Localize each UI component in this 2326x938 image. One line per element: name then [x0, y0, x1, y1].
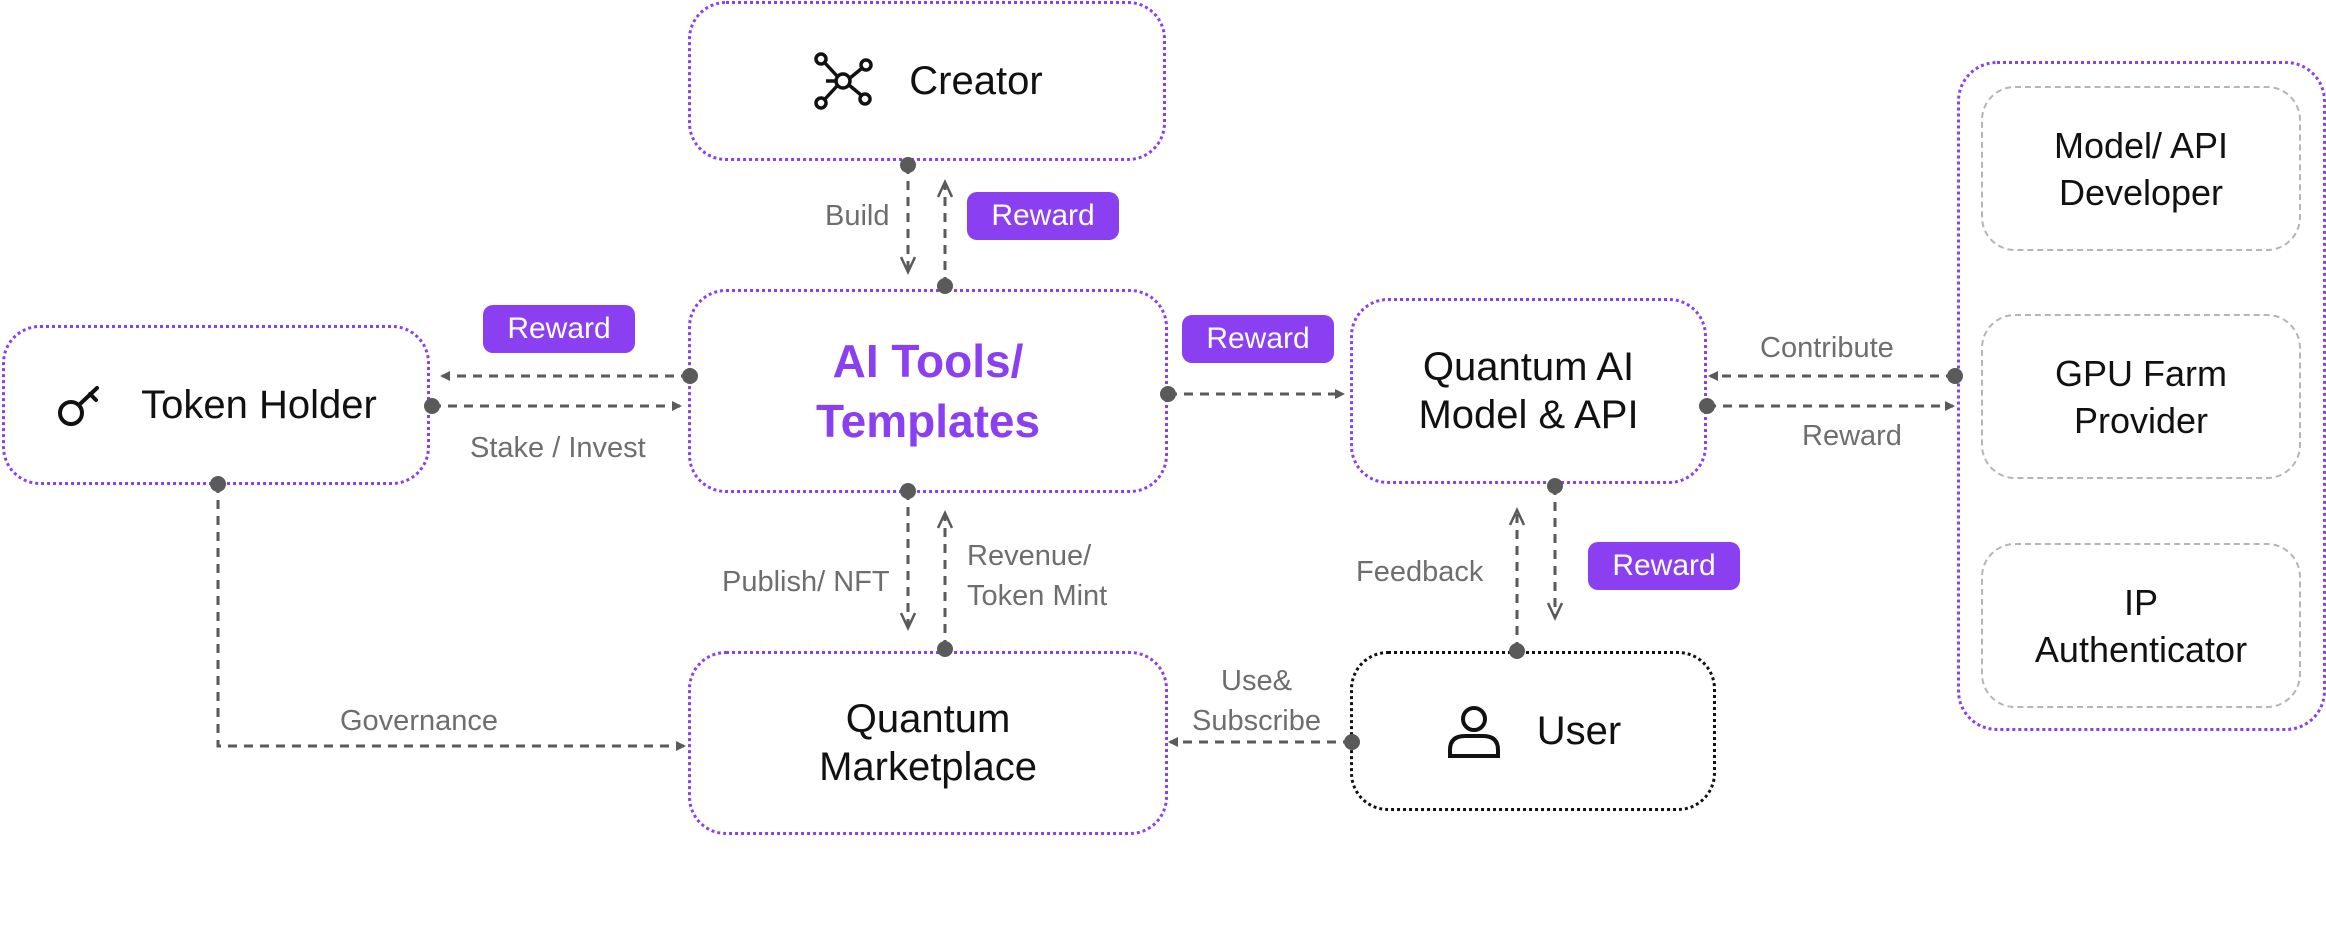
- ai-tools-node: AI Tools/ Templates: [688, 289, 1168, 493]
- build-label: Build: [825, 200, 890, 232]
- user-reward-badge: Reward: [1588, 542, 1740, 590]
- revenue-token-mint-label: Revenue/ Token Mint: [967, 540, 1108, 612]
- quantum-ai-label: Quantum AI Model & API: [1418, 345, 1639, 437]
- holder-reward-badge: Reward: [483, 305, 635, 353]
- user-node: User: [1350, 651, 1716, 811]
- network-icon: [814, 52, 874, 110]
- contribute-label: Contribute: [1760, 332, 1894, 364]
- user-icon: [1447, 706, 1500, 758]
- reward-edge-label: Reward: [1802, 420, 1902, 452]
- model-api-developer-label: Model/ API Developer: [2053, 124, 2229, 213]
- connector-dot: [900, 157, 916, 173]
- user-label: User: [1536, 709, 1622, 753]
- connector-dot: [1344, 734, 1360, 750]
- creator-reward-badge: Reward: [967, 192, 1119, 240]
- stake-invest-label: Stake / Invest: [470, 432, 646, 464]
- gpu-farm-provider-label: GPU Farm Provider: [2054, 352, 2227, 441]
- edge-governance: [216, 484, 686, 751]
- ip-authenticator-node: IP Authenticator: [1981, 543, 2301, 708]
- connector-dot: [682, 368, 698, 384]
- providers-group: [1957, 61, 2326, 731]
- connector-dot: [1699, 398, 1715, 414]
- gpu-farm-provider-node: GPU Farm Provider: [1981, 314, 2301, 479]
- ip-authenticator-label: IP Authenticator: [2034, 581, 2248, 670]
- marketplace-node: Quantum Marketplace: [688, 651, 1168, 835]
- connector-dot: [900, 483, 916, 499]
- creator-node: Creator: [688, 1, 1166, 161]
- creator-label: Creator: [909, 59, 1043, 103]
- ai-tools-label: AI Tools/ Templates: [815, 335, 1041, 447]
- connector-dot: [1547, 478, 1563, 494]
- connector-dot: [937, 278, 953, 294]
- publish-nft-label: Publish/ NFT: [722, 566, 890, 598]
- feedback-label: Feedback: [1356, 556, 1484, 588]
- connector-dot: [1509, 643, 1525, 659]
- connector-dot: [210, 476, 226, 492]
- governance-label: Governance: [340, 705, 498, 737]
- connector-dot: [424, 398, 440, 414]
- token-holder-label: Token Holder: [141, 383, 377, 427]
- quantum-ai-node: Quantum AI Model & API: [1350, 298, 1707, 484]
- use-subscribe-label: Use& Subscribe: [1192, 665, 1321, 737]
- connector-dot: [1947, 368, 1963, 384]
- marketplace-label: Quantum Marketplace: [819, 697, 1037, 789]
- connector-dot: [937, 641, 953, 657]
- key-icon: [58, 386, 100, 426]
- model-reward-badge: Reward: [1182, 315, 1334, 363]
- connector-dot: [1160, 386, 1176, 402]
- model-api-developer-node: Model/ API Developer: [1981, 86, 2301, 251]
